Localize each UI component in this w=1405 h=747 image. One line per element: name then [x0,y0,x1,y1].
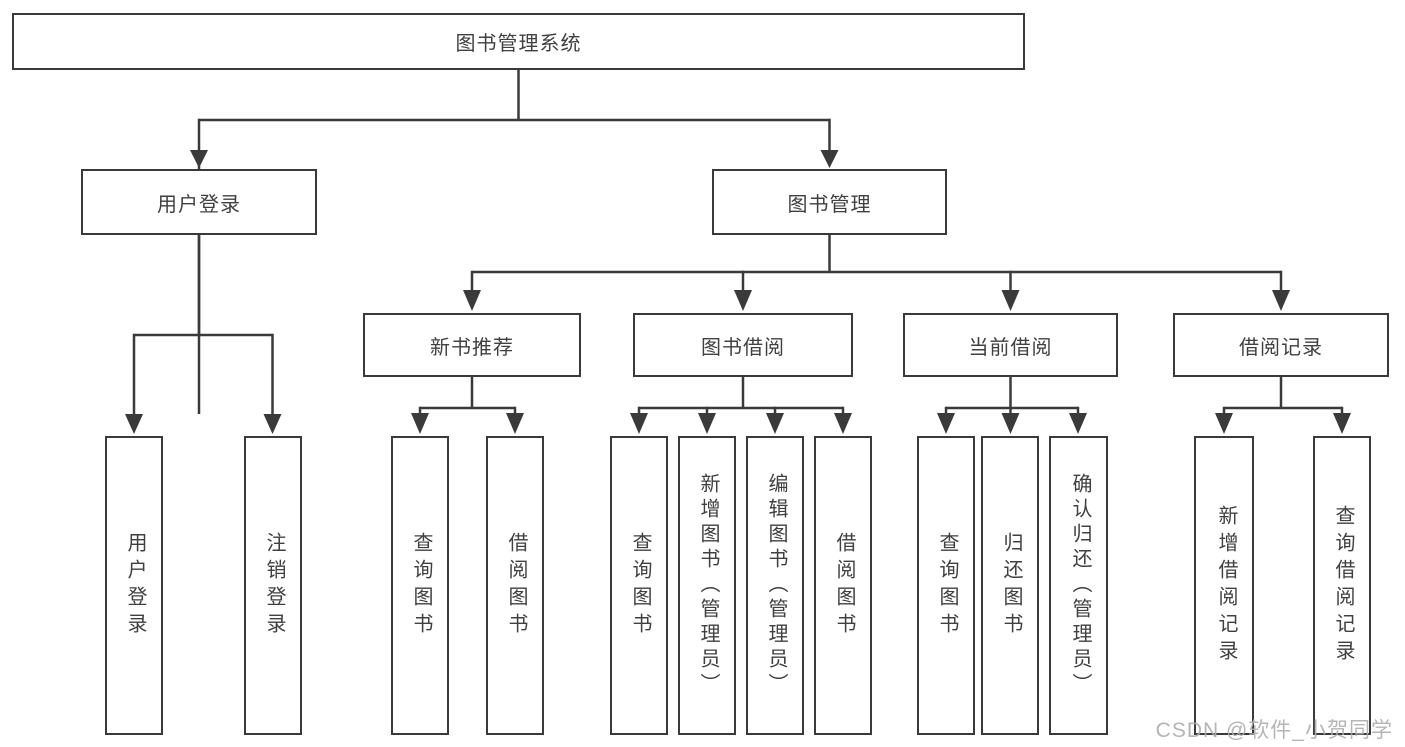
arrow-current-l1 [937,413,955,434]
arrow-borrow-l3 [766,413,784,434]
leaf-query-books-1: 查询图书 [391,436,449,735]
arrow-records-l1 [1215,413,1233,434]
arrow-userlogin-leaf1 [125,414,143,434]
leaf-user-login: 用户登录 [105,436,163,735]
arrow-current-l3 [1069,413,1087,434]
leaf-borrow-books-2: 借阅图书 [814,436,872,735]
leaf-add-borrow-record: 新增借阅记录 [1194,436,1254,735]
node-user-login: 用户登录 [81,169,317,235]
node-book-borrowing: 图书借阅 [633,313,853,377]
arrow-current-l2 [1001,413,1020,434]
arrow-newbook-l1 [411,413,429,434]
arrow-l3-4 [1272,290,1290,311]
leaf-add-books-admin: 新增图书（管理员） [678,436,736,735]
arrow-bookmgmt [820,150,839,168]
leaf-query-borrow-record: 查询借阅记录 [1313,436,1371,735]
arrow-newbook-l2 [506,413,524,434]
arrow-l3-1 [463,290,481,311]
arrow-borrow-l2 [698,413,716,434]
arrow-borrow-l4 [834,413,852,434]
node-book-management: 图书管理 [712,169,947,235]
node-new-book-recommendation: 新书推荐 [363,313,581,377]
arrow-userlogin-leaf2 [263,414,282,434]
leaf-confirm-return-admin: 确认归还（管理员） [1049,436,1108,735]
arrow-l3-3 [1001,290,1020,311]
leaf-query-books-2: 查询图书 [610,436,668,735]
node-current-borrowing: 当前借阅 [903,313,1118,377]
leaf-query-books-3: 查询图书 [917,436,975,735]
leaf-return-books: 归还图书 [981,436,1039,735]
leaf-borrow-books-1: 借阅图书 [486,436,544,735]
leaf-logout: 注销登录 [244,436,302,735]
leaf-edit-books-admin: 编辑图书（管理员） [746,436,804,735]
node-borrowing-records: 借阅记录 [1173,313,1389,377]
arrow-userlogin [190,150,208,168]
node-root: 图书管理系统 [12,13,1025,70]
arrow-records-l2 [1333,413,1351,434]
arrow-l3-2 [734,290,752,311]
arrow-borrow-l1 [630,413,648,434]
watermark: CSDN @软件_小贺同学 [1155,719,1393,742]
